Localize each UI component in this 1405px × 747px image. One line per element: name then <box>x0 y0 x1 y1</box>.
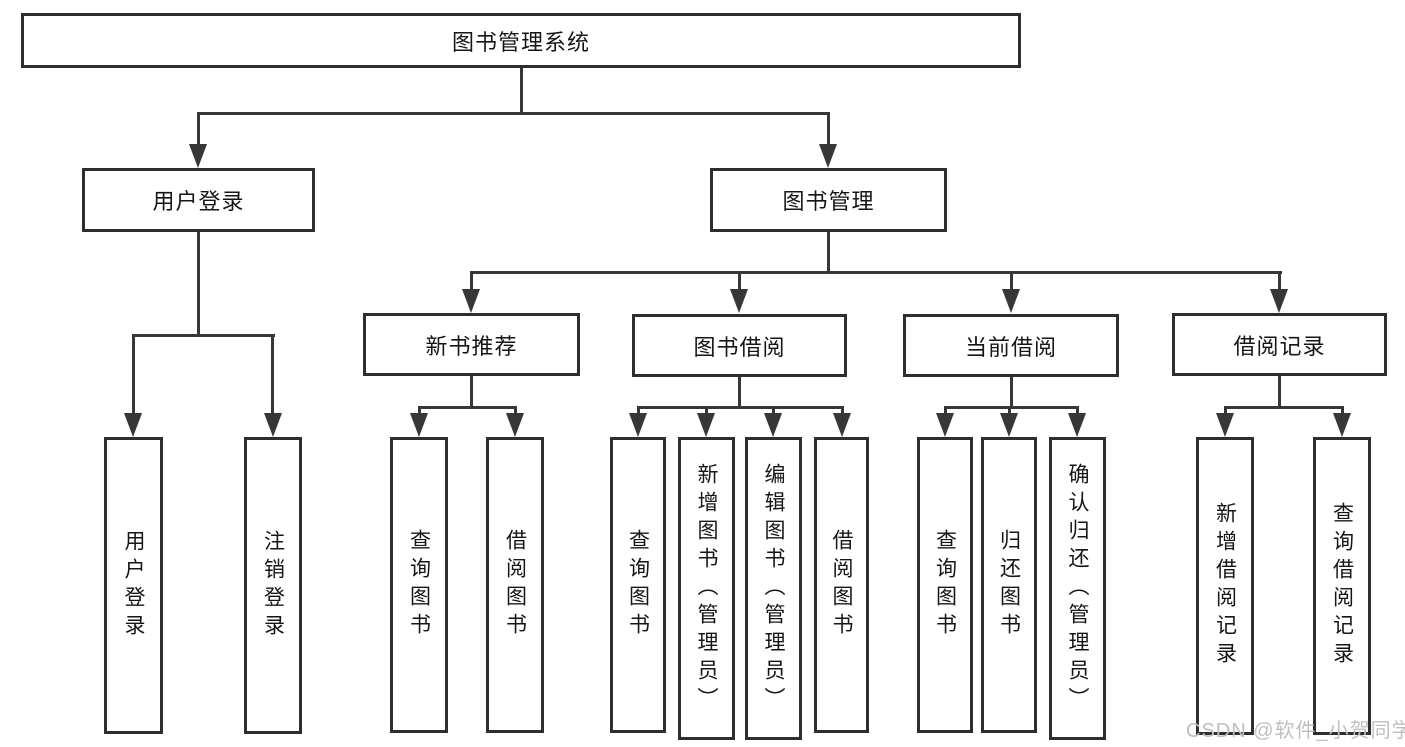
arrowhead-down-icon <box>1002 289 1020 313</box>
leaf-query-borrow-record-label: 查询借阅记录 <box>1330 502 1354 670</box>
node-borrow-records: 借阅记录 <box>1172 313 1387 376</box>
leaf-user-login-label: 用户登录 <box>122 529 145 642</box>
connector-line <box>271 334 274 417</box>
node-user-login: 用户登录 <box>82 168 315 232</box>
arrowhead-down-icon <box>819 144 837 168</box>
node-new-book-recommend-label: 新书推荐 <box>425 333 518 359</box>
leaf-borrow-book-recommend-label: 借阅图书 <box>503 529 527 641</box>
connector-line <box>841 406 844 416</box>
leaf-query-book-borrow-label: 查询图书 <box>626 529 650 641</box>
leaf-user-login: 用户登录 <box>104 437 163 734</box>
connector-line <box>1010 271 1013 293</box>
arrowhead-down-icon <box>730 289 748 313</box>
arrowhead-down-icon <box>1333 413 1351 437</box>
arrowhead-down-icon <box>833 413 851 437</box>
connector-line <box>197 232 200 337</box>
connector-line <box>1278 271 1281 293</box>
connector-line <box>470 271 473 293</box>
connector-line <box>705 406 708 416</box>
leaf-add-book-admin-label: 新增图书（管理员） <box>695 462 718 715</box>
connector-line <box>470 376 473 408</box>
leaf-query-book-current-label: 查询图书 <box>933 529 957 641</box>
node-current-borrow-label: 当前借阅 <box>964 334 1057 360</box>
leaf-edit-book-admin: 编辑图书（管理员） <box>745 437 802 740</box>
leaf-query-book-recommend-label: 查询图书 <box>407 529 431 641</box>
arrowhead-down-icon <box>629 413 647 437</box>
arrowhead-down-icon <box>124 413 142 437</box>
leaf-borrow-book-label: 借阅图书 <box>830 529 853 641</box>
leaf-confirm-return-admin: 确认归还（管理员） <box>1049 437 1106 740</box>
node-new-book-recommend: 新书推荐 <box>363 313 580 376</box>
csdn-watermark: CSDN @软件_小贺同学 <box>1186 720 1405 742</box>
connector-line <box>637 406 640 416</box>
leaf-query-book-borrow: 查询图书 <box>610 437 666 733</box>
connector-line <box>132 334 275 337</box>
leaf-query-borrow-record: 查询借阅记录 <box>1313 437 1371 735</box>
connector-line <box>514 406 517 416</box>
arrowhead-down-icon <box>1216 413 1234 437</box>
connector-line <box>637 406 844 409</box>
connector-line <box>1010 377 1013 408</box>
arrowhead-down-icon <box>764 413 782 437</box>
arrowhead-down-icon <box>1270 289 1288 313</box>
arrowhead-down-icon <box>697 413 715 437</box>
connector-line <box>197 112 200 148</box>
connector-line <box>1224 406 1227 416</box>
connector-line <box>738 271 741 293</box>
connector-line <box>418 406 421 416</box>
arrowhead-down-icon <box>410 413 428 437</box>
arrowhead-down-icon <box>189 144 207 168</box>
connector-line <box>418 406 517 409</box>
connector-line <box>1341 406 1344 416</box>
leaf-query-book-current: 查询图书 <box>917 437 973 733</box>
connector-line <box>944 406 1079 409</box>
arrowhead-down-icon <box>1000 413 1018 437</box>
connector-line <box>827 112 830 148</box>
leaf-add-book-admin: 新增图书（管理员） <box>678 437 735 740</box>
leaf-borrow-book-recommend: 借阅图书 <box>486 437 544 733</box>
arrowhead-down-icon <box>506 413 524 437</box>
leaf-return-book: 归还图书 <box>981 437 1037 733</box>
leaf-query-book-recommend: 查询图书 <box>390 437 448 733</box>
node-current-borrow: 当前借阅 <box>903 314 1119 377</box>
node-root-label: 图书管理系统 <box>451 29 590 55</box>
leaf-add-borrow-record-label: 新增借阅记录 <box>1213 502 1237 670</box>
arrowhead-down-icon <box>264 413 282 437</box>
connector-line <box>520 68 523 112</box>
connector-line <box>1278 376 1281 408</box>
connector-line <box>1224 406 1344 409</box>
leaf-return-book-label: 归还图书 <box>997 529 1021 641</box>
leaf-add-borrow-record: 新增借阅记录 <box>1196 437 1254 735</box>
node-book-management-label: 图书管理 <box>782 189 875 214</box>
connector-line <box>470 271 1282 274</box>
node-book-borrow: 图书借阅 <box>632 314 847 377</box>
node-root: 图书管理系统 <box>21 13 1021 68</box>
connector-line <box>1076 406 1079 416</box>
connector-line <box>827 232 830 274</box>
connector-line <box>197 112 830 115</box>
leaf-borrow-book: 借阅图书 <box>814 437 869 733</box>
node-book-borrow-label: 图书借阅 <box>693 334 786 360</box>
node-book-management: 图书管理 <box>710 168 947 232</box>
leaf-confirm-return-admin-label: 确认归还（管理员） <box>1066 462 1089 715</box>
node-user-login-label: 用户登录 <box>152 189 245 214</box>
node-borrow-records-label: 借阅记录 <box>1233 333 1326 359</box>
connector-line <box>772 406 775 416</box>
arrowhead-down-icon <box>462 289 480 313</box>
connector-line <box>132 334 135 417</box>
leaf-logout-label: 注销登录 <box>261 529 285 642</box>
arrowhead-down-icon <box>1068 413 1086 437</box>
connector-line <box>1008 406 1011 416</box>
connector-line <box>738 377 741 408</box>
arrowhead-down-icon <box>936 413 954 437</box>
leaf-logout: 注销登录 <box>244 437 302 734</box>
connector-line <box>944 406 947 416</box>
leaf-edit-book-admin-label: 编辑图书（管理员） <box>762 462 785 715</box>
